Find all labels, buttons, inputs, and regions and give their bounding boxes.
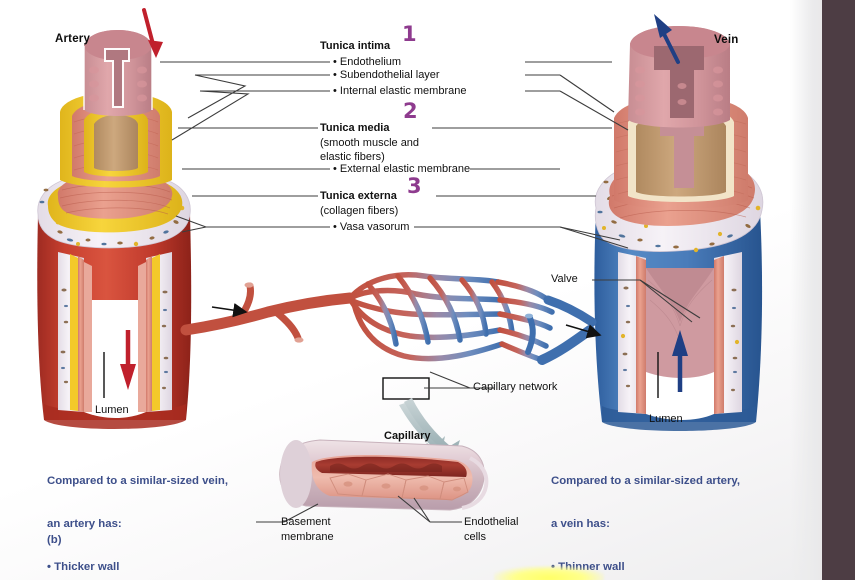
flow-direction-arrows [211, 303, 602, 339]
label-tunica-externa: Tunica externa [320, 190, 397, 202]
label-lumen-vein: Lumen [649, 413, 683, 425]
label-tunica-intima: Tunica intima [320, 40, 391, 52]
vein-illustration [594, 14, 764, 431]
artery-callout-intro-2: an artery has: [47, 518, 122, 531]
label-vasa-vasorum: • Vasa vasorum [333, 221, 410, 233]
capillary-zoom-box [382, 377, 430, 400]
artery-comparison-callout: Compared to a similar-sized vein, an art… [47, 446, 264, 580]
artery-flow-arrow-bottom [120, 330, 136, 390]
label-tunica-media-sub-1: (smooth muscle and [320, 137, 420, 149]
label-basement-membrane-line2: membrane [281, 531, 334, 543]
vein-flow-arrow-bottom [672, 330, 688, 392]
label-tunica-externa-sub: (collagen fibers) [320, 205, 399, 217]
vein-comparison-callout: Compared to a similar-sized artery, a ve… [551, 446, 740, 580]
vein-callout-intro-2: a vein has: [551, 518, 610, 531]
label-internal-elastic-membrane: • Internal elastic membrane [333, 85, 467, 97]
layer-number-1: 1 [402, 22, 417, 46]
vein-flow-arrow-top [654, 14, 680, 64]
label-capillary-network: Capillary network [473, 381, 558, 393]
label-tunica-media: Tunica media [320, 122, 390, 134]
artery-title: Artery [55, 33, 91, 45]
label-endothelium: • Endothelium [333, 56, 402, 68]
slide-right-band [822, 0, 855, 580]
artery-callout-item-0: • Thicker wall [47, 560, 120, 573]
capillary-closeup-illustration [279, 439, 489, 511]
label-valve: Valve [551, 273, 578, 285]
label-capillary-title: Capillary [384, 430, 431, 442]
label-endothelial-cells-line2: cells [464, 531, 487, 543]
label-lumen-artery: Lumen [95, 404, 129, 416]
artery-flow-arrow-top [142, 8, 163, 58]
label-basement-membrane-line1: Basement [281, 516, 331, 528]
vein-callout-intro-1: Compared to a similar-sized artery, [551, 475, 741, 488]
label-external-elastic-membrane: • External elastic membrane [333, 163, 471, 175]
slide-edge-gradient [790, 0, 822, 580]
label-subendothelial-layer: • Subendothelial layer [333, 69, 440, 81]
slide-bottom-highlight [494, 566, 604, 580]
label-tunica-media-sub-2: elastic fibers) [320, 151, 385, 163]
layer-number-2: 2 [403, 99, 418, 123]
layer-number-3: 3 [407, 174, 422, 198]
artery-illustration [37, 8, 192, 429]
vein-title: Vein [714, 34, 739, 46]
artery-callout-intro-1: Compared to a similar-sized vein, [47, 475, 229, 488]
label-endothelial-cells-line1: Endothelial [464, 516, 519, 528]
figure-part-label: (b) [47, 534, 62, 546]
